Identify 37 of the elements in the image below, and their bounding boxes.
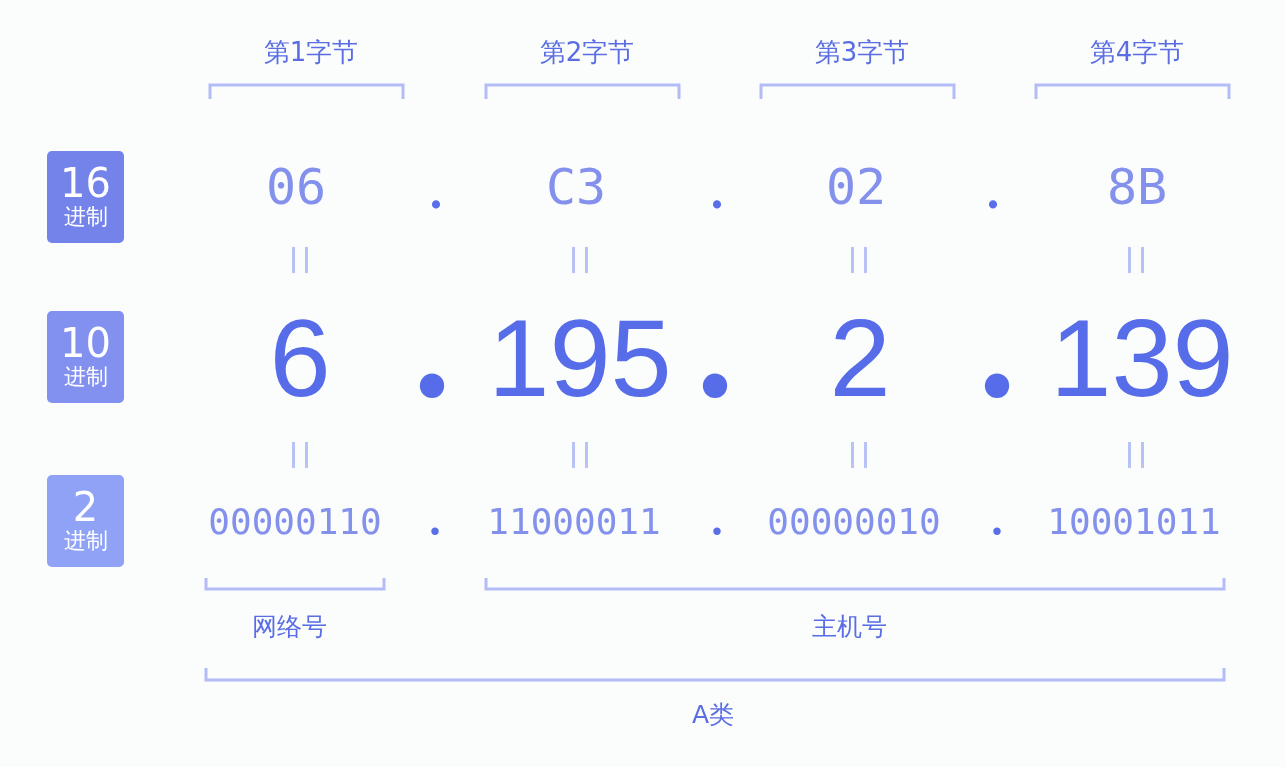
byte-heading: 第4字节 (1089, 39, 1185, 65)
dot-separator: . (429, 497, 441, 543)
base-number: 2 (71, 485, 100, 529)
base-badge (47, 311, 124, 403)
base-number: 16 (59, 161, 112, 205)
base-caption: 进制 (62, 204, 109, 230)
binary-value: 00000010 (767, 504, 941, 540)
bracket-label: A类 (691, 701, 735, 727)
dot-separator: . (429, 166, 443, 216)
byte-heading: 第1字节 (263, 39, 359, 65)
base-caption: 进制 (62, 528, 109, 554)
dot-separator: . (991, 497, 1003, 543)
dot-separator: . (696, 270, 734, 420)
base-badge (47, 151, 124, 243)
binary-value: 11000011 (487, 504, 661, 540)
dot-separator: . (986, 166, 1000, 216)
binary-value: 10001011 (1047, 504, 1221, 540)
decimal-value: 2 (829, 303, 891, 413)
byte-heading: 第3字节 (814, 39, 910, 65)
hex-value: 02 (825, 162, 887, 212)
decimal-value: 6 (269, 303, 331, 413)
base-caption: 进制 (62, 364, 109, 390)
hex-value: 06 (265, 162, 327, 212)
base-number: 10 (59, 321, 112, 365)
dot-separator: . (413, 270, 451, 420)
dot-separator: . (978, 270, 1016, 420)
binary-value: 00000110 (208, 504, 382, 540)
decimal-value: 139 (1050, 303, 1234, 413)
decimal-value: 195 (488, 303, 672, 413)
dot-separator: . (711, 497, 723, 543)
dot-separator: . (710, 166, 724, 216)
base-badge (47, 475, 124, 567)
bracket-label: 网络号 (251, 613, 327, 639)
hex-value: 8B (1106, 162, 1168, 212)
byte-heading: 第2字节 (539, 39, 635, 65)
hex-value: C3 (545, 162, 607, 212)
bracket-label: 主机号 (811, 613, 887, 639)
